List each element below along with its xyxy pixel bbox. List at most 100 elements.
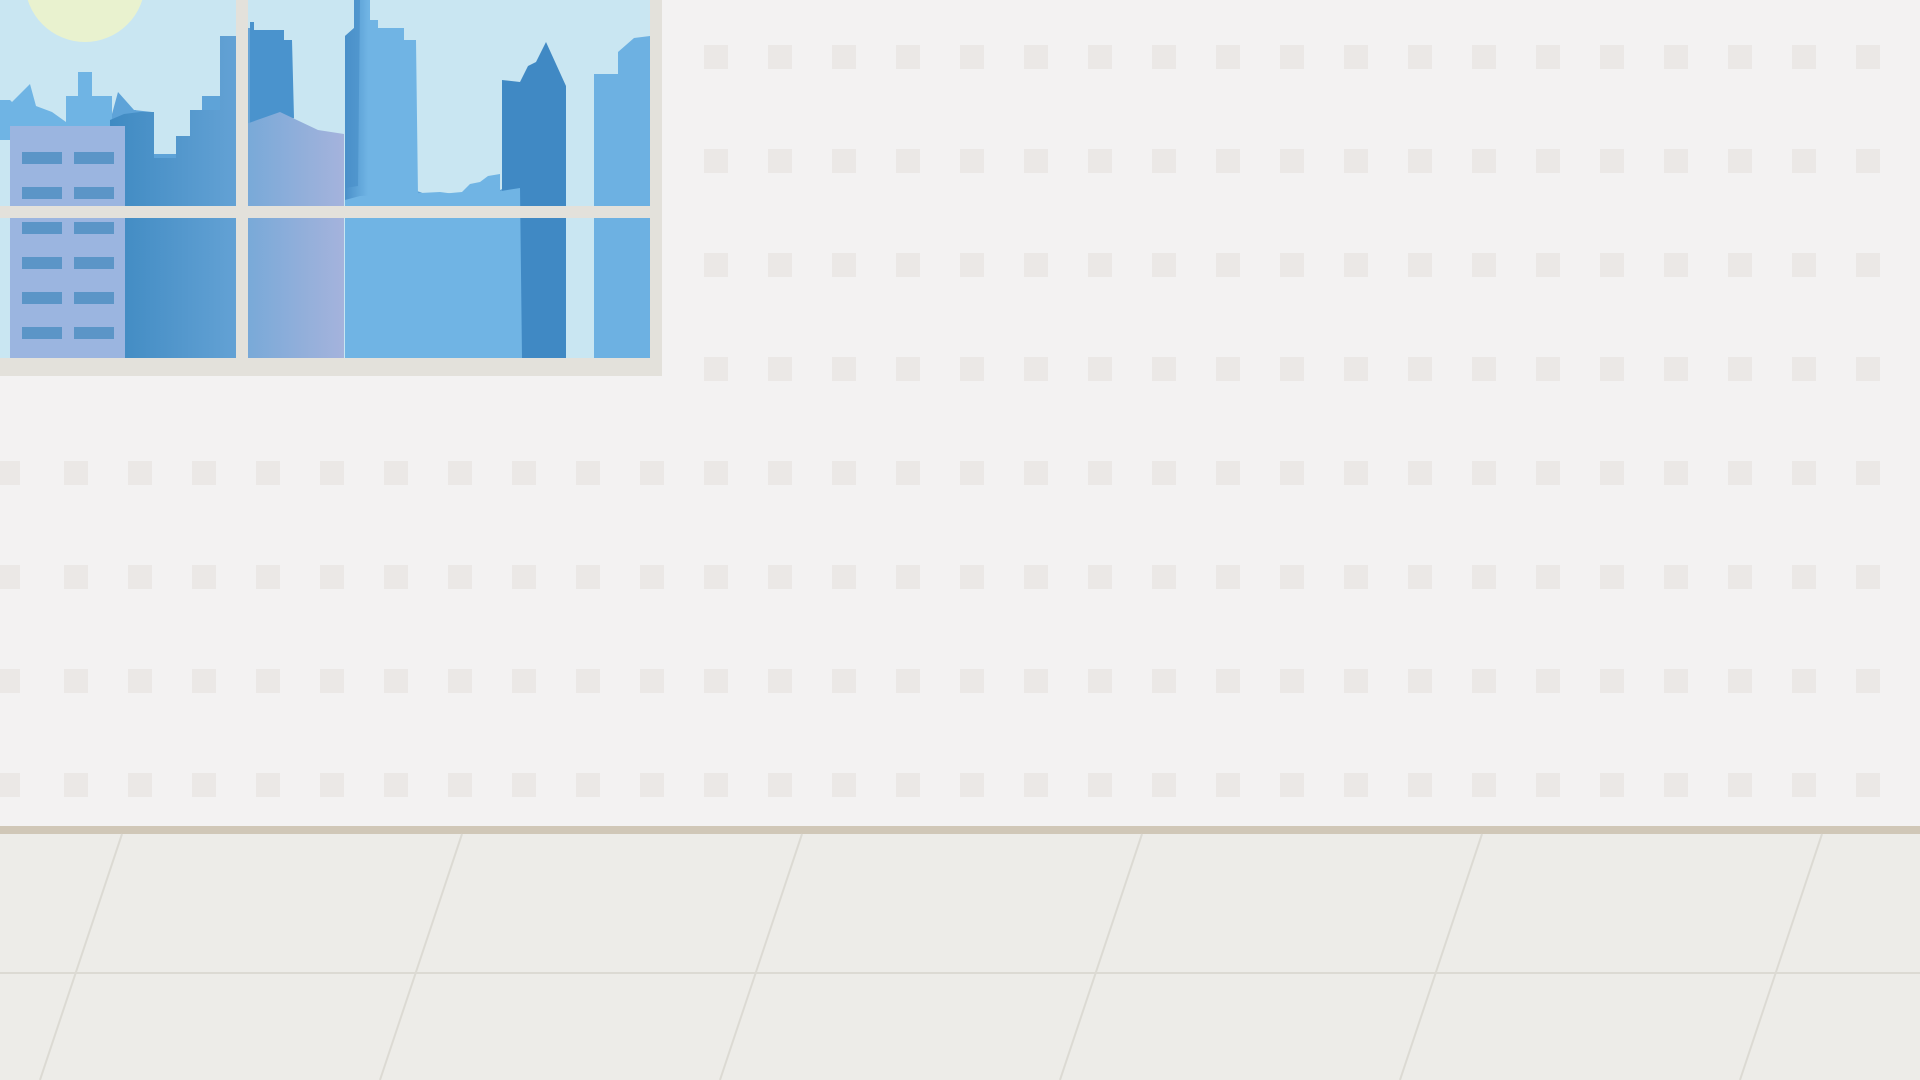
- wall-tile: [896, 357, 920, 381]
- wall-tile: [512, 565, 536, 589]
- wall-tile: [768, 773, 792, 797]
- building-window: [22, 152, 62, 164]
- wall-tile: [1344, 357, 1368, 381]
- wall-tile: [640, 461, 664, 485]
- wall-tile: [320, 773, 344, 797]
- wall-tile: [512, 461, 536, 485]
- wall-tile: [1664, 669, 1688, 693]
- wall-tile: [768, 253, 792, 277]
- skyline-back: [0, 72, 136, 140]
- wall-tile: [1856, 357, 1880, 381]
- building-window: [22, 187, 62, 199]
- wall-tile: [128, 461, 152, 485]
- wall-tile: [256, 773, 280, 797]
- wall-tile: [448, 669, 472, 693]
- wall-tile: [256, 461, 280, 485]
- wall-tile: [960, 45, 984, 69]
- wall-tile: [128, 565, 152, 589]
- floor-line: [1739, 833, 1823, 1080]
- building-window: [22, 292, 62, 304]
- wall-tile: [1600, 773, 1624, 797]
- wall-tile: [1088, 45, 1112, 69]
- wall-tile-pattern: [0, 45, 1880, 797]
- wall-tile: [1280, 773, 1304, 797]
- wall-tile: [960, 149, 984, 173]
- wall-tile: [832, 45, 856, 69]
- wall-tile: [1216, 669, 1240, 693]
- wall-tile: [1536, 149, 1560, 173]
- wall-tile: [768, 357, 792, 381]
- wall-tile: [1152, 565, 1176, 589]
- wall-tile: [1792, 773, 1816, 797]
- wall-tile: [384, 461, 408, 485]
- wall-tile: [1344, 461, 1368, 485]
- wall-tile: [1600, 461, 1624, 485]
- wall-tile: [640, 565, 664, 589]
- wall-tile: [960, 253, 984, 277]
- wall-tile: [832, 565, 856, 589]
- wall-tile: [896, 669, 920, 693]
- wall-tile: [832, 773, 856, 797]
- wall-tile: [192, 669, 216, 693]
- wall-tile: [1408, 565, 1432, 589]
- floor-tile-lines: [0, 833, 1920, 1080]
- wall-tile: [1216, 253, 1240, 277]
- wall-tile: [704, 357, 728, 381]
- wall-tile: [1024, 669, 1048, 693]
- wall-tile: [1088, 565, 1112, 589]
- wall-tile: [704, 253, 728, 277]
- wall-tile: [448, 565, 472, 589]
- wall-tile: [1088, 461, 1112, 485]
- building-far-right: [594, 36, 650, 358]
- wall-tile: [448, 773, 472, 797]
- wall-tile: [832, 253, 856, 277]
- building-window: [22, 222, 62, 234]
- wall-tile: [512, 669, 536, 693]
- wall-tile: [1600, 149, 1624, 173]
- wall-tile: [1536, 565, 1560, 589]
- wall-tile: [1408, 149, 1432, 173]
- building-window: [22, 327, 62, 339]
- wall-tile: [1792, 669, 1816, 693]
- wall-tile: [960, 773, 984, 797]
- wall-tile: [1728, 461, 1752, 485]
- wall-tile: [1152, 45, 1176, 69]
- wall-tile: [1216, 45, 1240, 69]
- wall-tile: [832, 357, 856, 381]
- wall-tile: [1792, 253, 1816, 277]
- wall-tile: [1664, 357, 1688, 381]
- wall-tile: [896, 773, 920, 797]
- wall-tile: [1216, 565, 1240, 589]
- wall-tile: [1344, 773, 1368, 797]
- wall-tile: [1472, 669, 1496, 693]
- building-lavender: [246, 112, 344, 358]
- wall-tile: [960, 565, 984, 589]
- wall-tile: [896, 565, 920, 589]
- building-window: [74, 187, 114, 199]
- wall-tile: [1408, 461, 1432, 485]
- wall-tile: [1728, 565, 1752, 589]
- wall-tile: [1856, 149, 1880, 173]
- wall-tile: [0, 565, 20, 589]
- wall-tile: [1856, 253, 1880, 277]
- wall-tile: [128, 773, 152, 797]
- building-front: [10, 126, 125, 358]
- window: [0, 0, 662, 376]
- wall-tile: [1088, 149, 1112, 173]
- building-window: [22, 257, 62, 269]
- wall-tile: [1280, 149, 1304, 173]
- wall-tile: [384, 565, 408, 589]
- wall-tile: [1024, 773, 1048, 797]
- wall-tile: [1024, 253, 1048, 277]
- wall-tile: [1088, 357, 1112, 381]
- wall-tile: [320, 565, 344, 589]
- wall-tile: [1152, 253, 1176, 277]
- building-window: [74, 152, 114, 164]
- wall-tile: [1088, 773, 1112, 797]
- wall-tile: [576, 461, 600, 485]
- wall-tile: [1024, 149, 1048, 173]
- wall-tile: [896, 149, 920, 173]
- wall-tile: [1472, 357, 1496, 381]
- wall-tile: [832, 149, 856, 173]
